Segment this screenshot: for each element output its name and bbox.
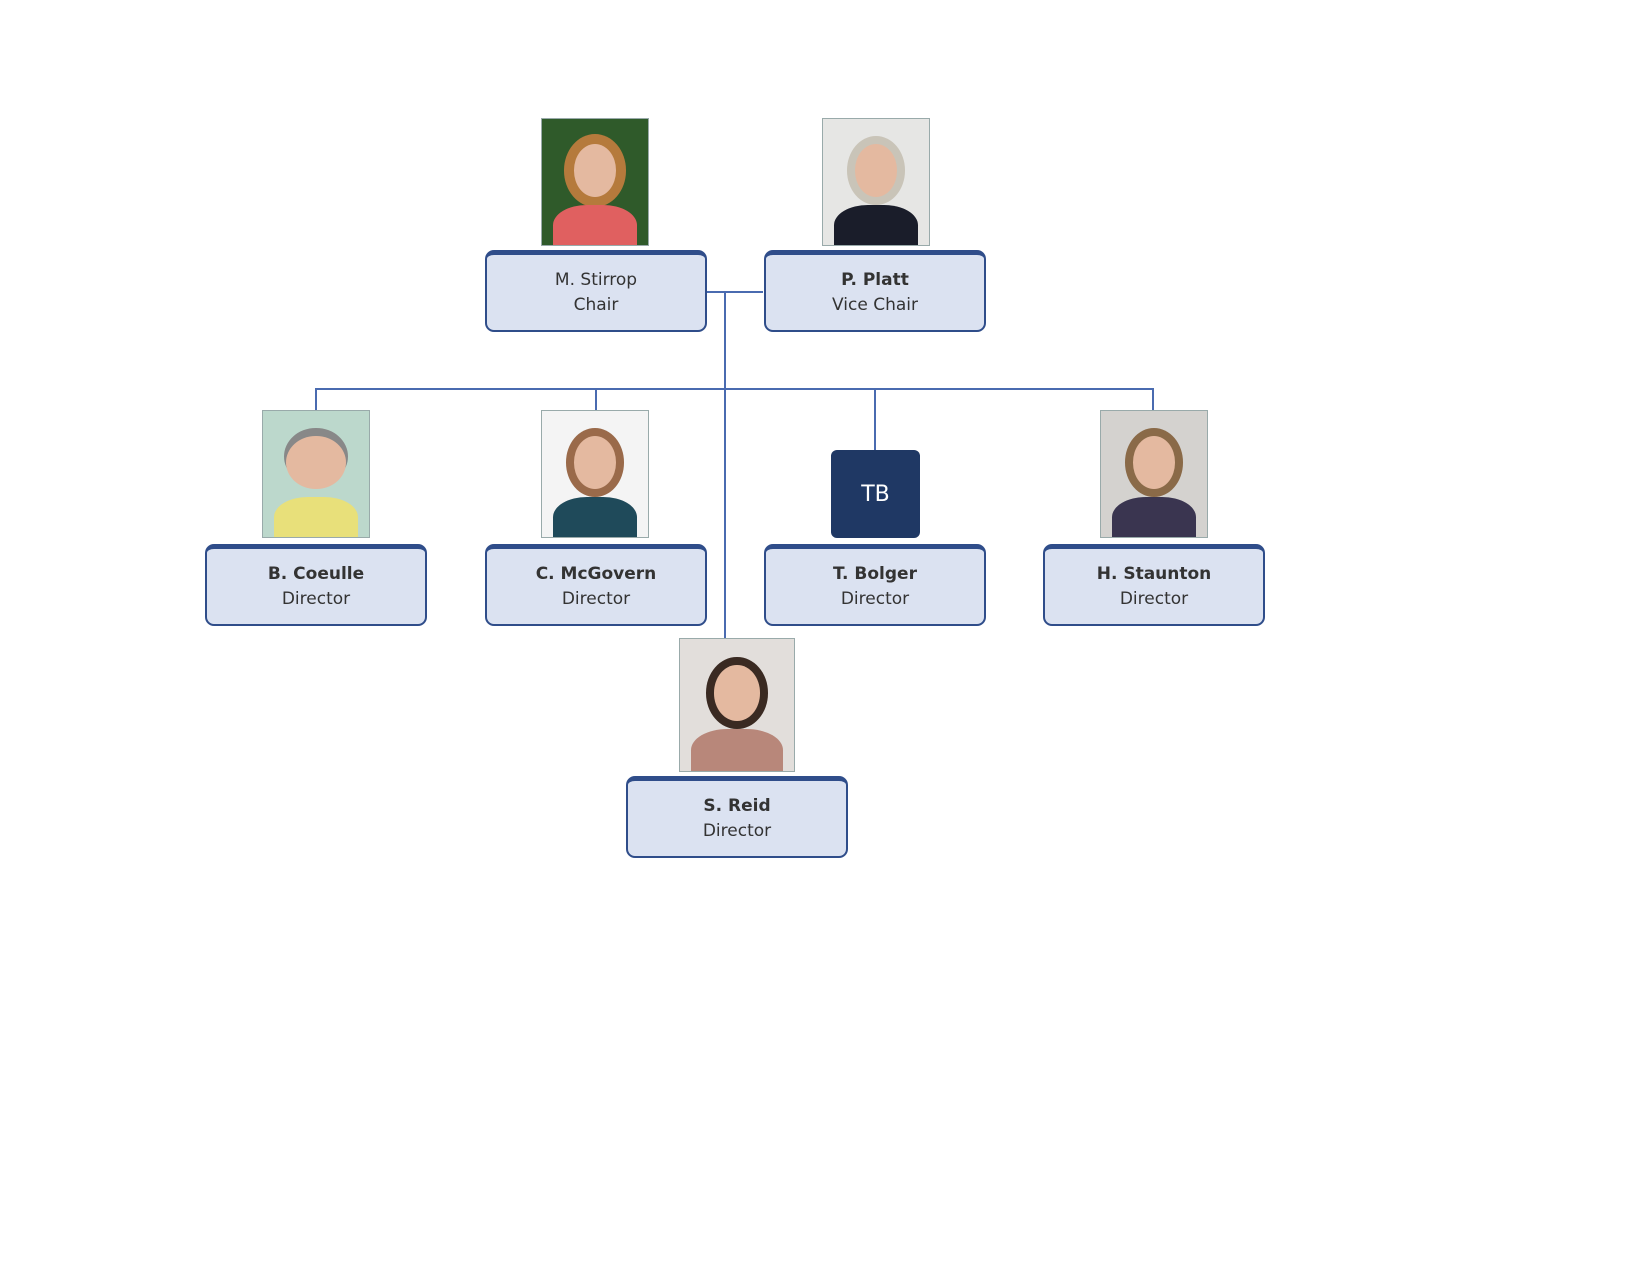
member-name: S. Reid [703, 796, 771, 816]
member-role: Director [702, 821, 772, 841]
member-name: T. Bolger [833, 564, 917, 584]
photo-stirrop [541, 118, 649, 246]
connector-mcgovern [595, 388, 597, 410]
member-name: H. Staunton [1096, 564, 1212, 584]
photo-platt [822, 118, 930, 246]
member-role: Chair [573, 295, 619, 315]
member-name: M. Stirrop [554, 270, 638, 290]
member-role: Director [840, 589, 910, 609]
connector-bolger [874, 388, 876, 450]
member-role: Director [281, 589, 351, 609]
member-name: P. Platt [841, 270, 909, 290]
connector-directors-bar [315, 388, 1153, 390]
member-role: Director [1119, 589, 1189, 609]
avatar-initials-bolger: TB [831, 450, 920, 538]
member-role: Director [561, 589, 631, 609]
photo-staunton [1100, 410, 1208, 538]
photo-reid [679, 638, 795, 772]
member-name: B. Coeulle [267, 564, 365, 584]
photo-mcgovern [541, 410, 649, 538]
connector-chair-vice [700, 291, 763, 293]
connector-staunton [1152, 388, 1154, 410]
photo-coeulle [262, 410, 370, 538]
connector-coeulle [315, 388, 317, 410]
member-role: Vice Chair [832, 295, 918, 315]
member-name: C. McGovern [535, 564, 657, 584]
connector-trunk [724, 291, 726, 641]
